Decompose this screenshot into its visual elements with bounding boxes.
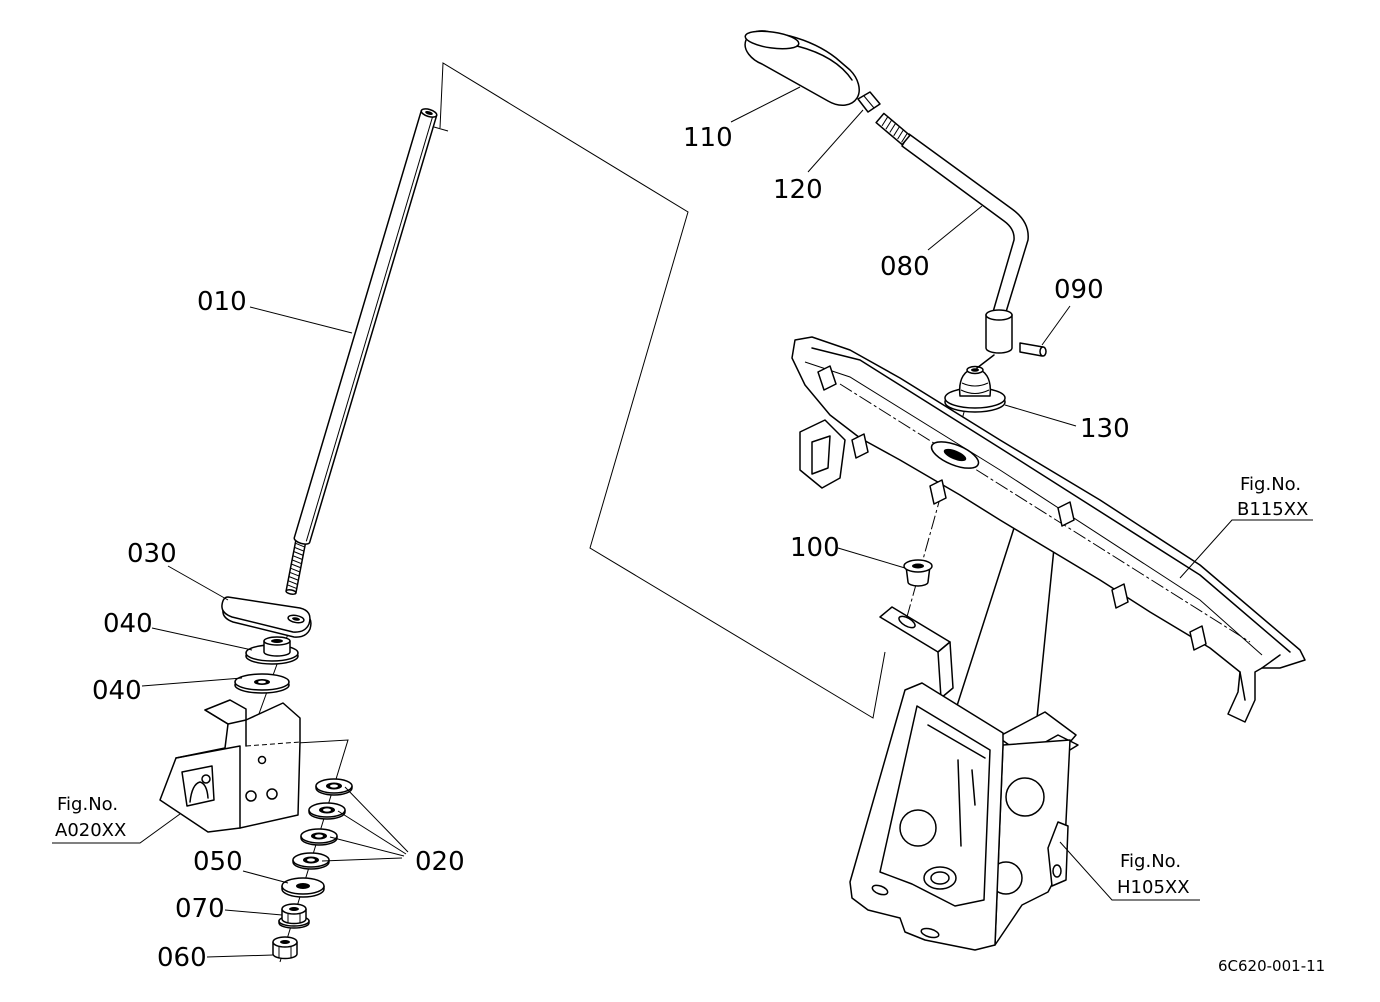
callout-100: 100 <box>790 533 840 563</box>
callout-030: 030 <box>127 539 177 569</box>
callout-060: 060 <box>157 943 207 973</box>
part-column-tube <box>954 524 1055 719</box>
part-090-pin <box>1019 342 1047 357</box>
figref-a020-code: A020XX <box>55 820 126 841</box>
figref-h105-label: Fig.No. <box>1120 851 1181 872</box>
part-060-nut <box>272 936 298 960</box>
part-040-washer <box>234 673 290 694</box>
callout-040-upper: 040 <box>103 609 153 639</box>
part-010-rod <box>293 108 438 545</box>
callout-080: 080 <box>880 252 930 282</box>
callout-050: 050 <box>193 847 243 877</box>
part-030-plate <box>221 596 312 638</box>
callout-010: 010 <box>197 287 247 317</box>
part-020-washer <box>300 828 338 846</box>
callout-090: 090 <box>1054 275 1104 305</box>
part-020-washer <box>308 802 346 820</box>
leader-lines <box>52 86 1313 958</box>
assembly-reference-lines <box>245 62 967 963</box>
part-120-nut <box>857 91 881 113</box>
part-130-boot <box>944 365 1006 413</box>
callout-120: 120 <box>773 175 823 205</box>
figref-b115-label: Fig.No. <box>1240 474 1301 495</box>
part-020-washer <box>315 778 353 796</box>
part-pedal-bracket-h105xx <box>849 606 1079 951</box>
callout-110: 110 <box>683 123 733 153</box>
figref-h105-code: H105XX <box>1117 877 1190 898</box>
part-050-washer <box>281 877 325 898</box>
figref-a020-label: Fig.No. <box>57 794 118 815</box>
part-bracket-a020xx <box>159 699 301 833</box>
part-100-bushing <box>903 559 933 587</box>
part-040-bushing <box>245 636 299 665</box>
drawing-id: 6C620-001-11 <box>1218 957 1325 975</box>
callout-020: 020 <box>415 847 465 877</box>
part-110-knob <box>744 30 860 106</box>
part-frame-b115xx <box>791 336 1306 723</box>
callout-070: 070 <box>175 894 225 924</box>
figref-b115-code: B115XX <box>1237 499 1308 520</box>
callout-130: 130 <box>1080 414 1130 444</box>
part-020-washer <box>292 852 330 870</box>
part-080-lever <box>875 112 1029 369</box>
callout-040-lower: 040 <box>92 676 142 706</box>
part-070-nut <box>278 903 310 929</box>
part-010-thread <box>285 538 307 595</box>
